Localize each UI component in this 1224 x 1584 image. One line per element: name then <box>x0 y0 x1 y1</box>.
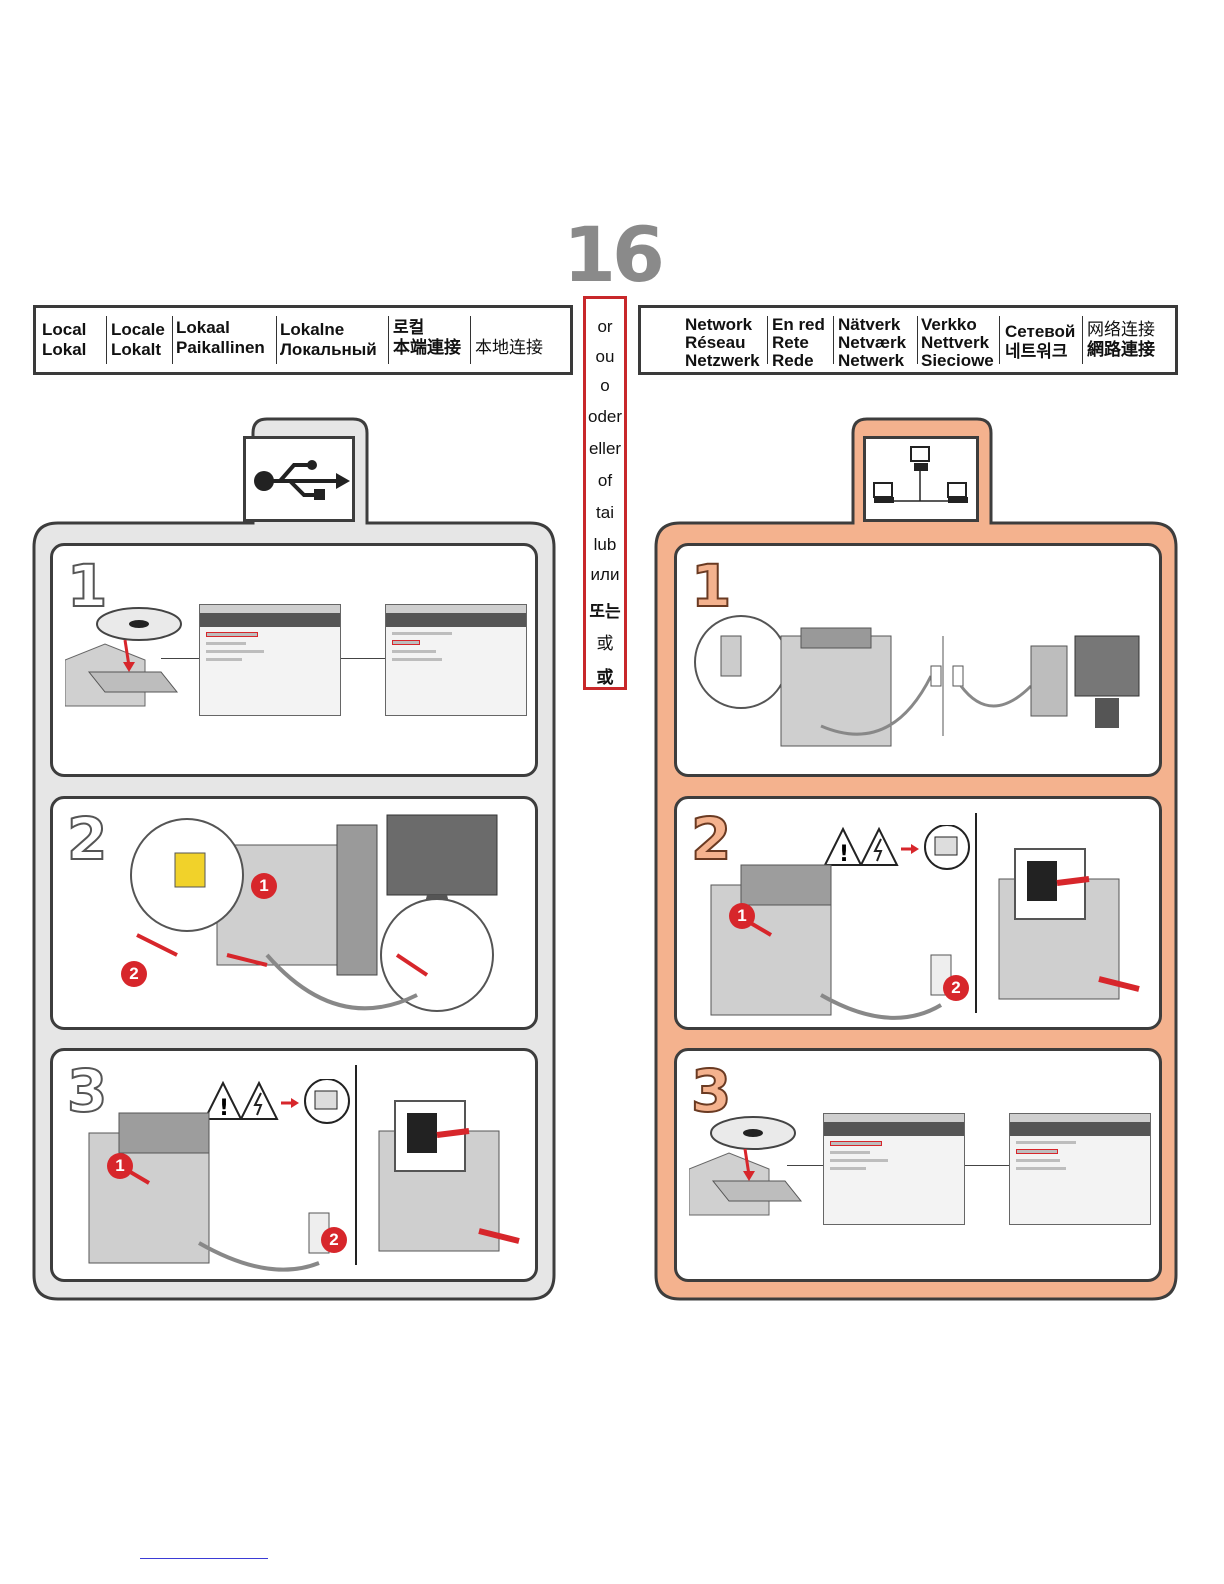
lang-column: Verkko Nettverk Sieciowe <box>917 316 1001 364</box>
network-step-2: 2 ! 1 2 <box>674 796 1162 1030</box>
usb-step-2: 2 1 2 <box>50 796 538 1030</box>
lang-label: 로컬 <box>393 318 473 338</box>
callout-2: 2 <box>121 961 147 987</box>
lang-column: En red Rete Rede <box>767 316 834 364</box>
lang-label: Lokalne <box>280 320 388 340</box>
cd-tray-illustration <box>689 1109 809 1219</box>
lang-label: Netwerk <box>838 352 920 370</box>
lang-column: Сетевой 네트워크 <box>999 316 1085 364</box>
network-step-3: 3 <box>674 1048 1162 1282</box>
lang-label: 网络连接 <box>1087 320 1179 340</box>
usb-step-1: 1 <box>50 543 538 777</box>
network-computers-icon <box>866 439 976 519</box>
lang-column: Network Réseau Netzwerk <box>685 316 769 364</box>
lang-label: 本地连接 <box>475 338 571 358</box>
or-word: lub <box>586 535 624 555</box>
network-connection-header: Network Réseau Netzwerk En red Rete Rede… <box>638 305 1178 375</box>
or-word: tai <box>586 503 624 523</box>
connector-line <box>161 658 201 659</box>
callout-1: 1 <box>107 1153 133 1179</box>
or-word: o <box>586 376 624 396</box>
or-word: or <box>586 317 624 337</box>
power-cord-illustration <box>69 1103 359 1279</box>
local-connection-header: Local Lokal Locale Lokalt Lokaal Paikall… <box>33 305 573 375</box>
divider <box>355 1065 357 1265</box>
lang-label: Сетевой <box>1005 322 1085 342</box>
lang-column: Nätverk Netværk Netwerk <box>833 316 920 364</box>
callout-2: 2 <box>943 975 969 1001</box>
or-word: ou <box>586 347 624 367</box>
lang-label: 網路連接 <box>1087 340 1179 360</box>
power-switch-illustration <box>989 839 1149 1009</box>
usb-step-3: 3 ! 1 2 <box>50 1048 538 1282</box>
network-step-1: 1 <box>674 543 1162 777</box>
power-cord-illustration <box>691 855 981 1031</box>
lang-column: Local Lokal <box>42 316 106 364</box>
lang-label: 네트워크 <box>1005 342 1085 362</box>
lang-column: 网络连接 網路連接 <box>1082 316 1179 364</box>
callout-1: 1 <box>251 873 277 899</box>
callout-2: 2 <box>321 1227 347 1253</box>
lang-label: Rede <box>772 352 834 370</box>
lang-label: Nätverk <box>838 316 920 334</box>
lang-label: Local <box>42 320 106 340</box>
connector-line <box>341 658 385 659</box>
lang-label: Rete <box>772 334 834 352</box>
lang-column: 本地连接 <box>470 316 571 364</box>
lang-column: Locale Lokalt <box>106 316 175 364</box>
cd-tray-illustration <box>65 600 205 710</box>
lang-label: Локальный <box>280 340 388 360</box>
or-word: eller <box>586 439 624 459</box>
lang-label: En red <box>772 316 834 334</box>
software-documentation-screenshot <box>823 1113 965 1225</box>
or-word: 또는 <box>586 597 624 622</box>
drivers-utilities-screenshot <box>1009 1113 1151 1225</box>
callout-1: 1 <box>729 903 755 929</box>
lang-label: Netzwerk <box>685 352 769 370</box>
or-word: of <box>586 471 624 491</box>
usb-icon <box>246 439 352 519</box>
lang-label: Verkko <box>921 316 1001 334</box>
lang-label: Paikallinen <box>176 338 276 358</box>
or-word: oder <box>586 407 624 427</box>
lang-column: 로컬 本端連接 <box>388 316 473 364</box>
software-documentation-screenshot <box>199 604 341 716</box>
connector-line <box>787 1165 823 1166</box>
drivers-utilities-screenshot <box>385 604 527 716</box>
lang-label: Lokal <box>42 340 106 360</box>
usb-cable-connection-illustration <box>77 805 537 1029</box>
or-separator-box: or ou o oder eller of tai lub или 또는 或 或 <box>583 296 627 690</box>
lang-column: Lokalne Локальный <box>276 316 388 364</box>
power-switch-illustration <box>369 1091 529 1261</box>
footer-link-underline[interactable] <box>140 1558 268 1559</box>
lang-label: 本端連接 <box>393 338 473 358</box>
lang-label: Netværk <box>838 334 920 352</box>
ethernet-connection-illustration <box>691 606 1151 774</box>
network-icon-box <box>863 436 979 522</box>
or-word: 或 <box>586 663 624 688</box>
lang-label: Lokaal <box>176 318 276 338</box>
page-number: 16 <box>560 210 664 299</box>
lang-label: Lokalt <box>111 340 175 360</box>
connector-line <box>965 1165 1009 1166</box>
lang-column: Lokaal Paikallinen <box>172 316 276 364</box>
lang-label: Locale <box>111 320 175 340</box>
or-word: или <box>586 565 624 585</box>
lang-label: Nettverk <box>921 334 1001 352</box>
lang-label: Réseau <box>685 334 769 352</box>
lang-label: Network <box>685 316 769 334</box>
usb-icon-box <box>243 436 355 522</box>
lang-label: Sieciowe <box>921 352 1001 370</box>
divider <box>975 813 977 1013</box>
or-word: 或 <box>586 629 624 654</box>
